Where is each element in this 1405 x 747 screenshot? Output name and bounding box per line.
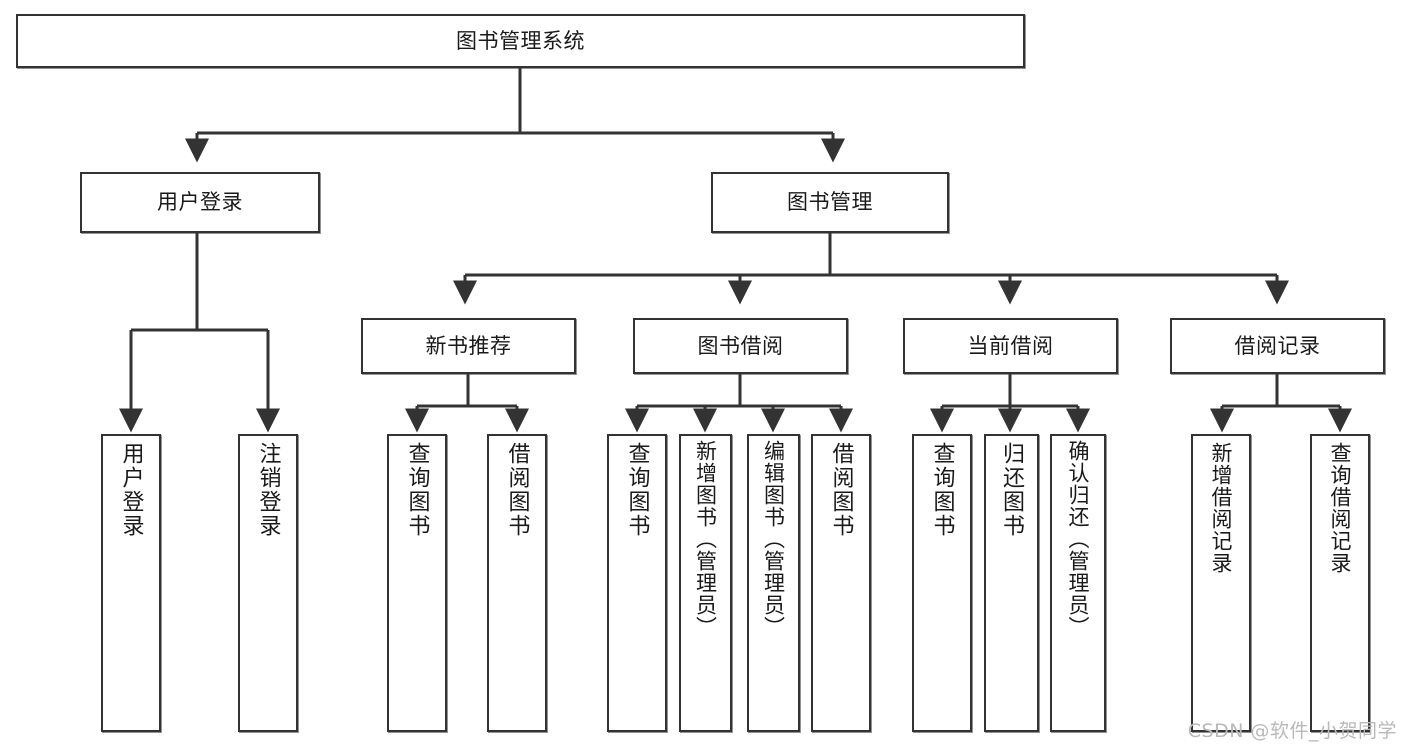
leaf-new-book-query[interactable]: 查询图书	[387, 434, 447, 732]
leaf-user-login-logout[interactable]: 注销登录	[238, 434, 298, 732]
csdn-watermark: CSDN @软件_小贺同学	[1187, 720, 1397, 742]
leaf-borrow-record-add[interactable]: 新增借阅记录	[1191, 434, 1251, 732]
leaf-current-borrow-return[interactable]: 归还图书	[984, 434, 1039, 732]
leaf-book-borrow-edit[interactable]: 编辑图书（管理员）	[747, 434, 800, 732]
leaf-book-borrow-add[interactable]: 新增图书（管理员）	[679, 434, 732, 732]
leaf-current-borrow-confirm[interactable]: 确认归还（管理员）	[1050, 434, 1106, 732]
node-book-borrow[interactable]: 图书借阅	[633, 318, 848, 374]
node-book-management[interactable]: 图书管理	[711, 172, 949, 233]
node-label: 新增借阅记录	[1209, 442, 1234, 574]
node-label: 借阅记录	[1234, 333, 1321, 358]
node-label: 查询图书	[404, 442, 430, 538]
leaf-current-borrow-query[interactable]: 查询图书	[912, 434, 972, 732]
node-label: 借阅图书	[828, 442, 854, 538]
node-label: 归还图书	[999, 442, 1025, 538]
node-label: 当前借阅	[967, 333, 1054, 358]
node-label: 确认归还（管理员）	[1066, 440, 1091, 638]
node-label: 借阅图书	[504, 442, 530, 538]
node-label: 图书管理	[787, 190, 873, 215]
leaf-borrow-record-query[interactable]: 查询借阅记录	[1310, 434, 1370, 732]
node-new-book-recommend[interactable]: 新书推荐	[361, 318, 576, 374]
leaf-book-borrow-borrow[interactable]: 借阅图书	[811, 434, 871, 732]
node-user-login[interactable]: 用户登录	[80, 172, 320, 233]
node-label: 新增图书（管理员）	[693, 440, 718, 638]
node-root-system[interactable]: 图书管理系统	[16, 14, 1025, 68]
node-label: 图书管理系统	[456, 28, 585, 53]
leaf-new-book-borrow[interactable]: 借阅图书	[487, 434, 547, 732]
node-label: 用户登录	[157, 190, 243, 215]
node-borrow-record[interactable]: 借阅记录	[1170, 318, 1385, 374]
node-label: 注销登录	[255, 442, 281, 538]
node-current-borrow[interactable]: 当前借阅	[903, 318, 1118, 374]
leaf-book-borrow-query[interactable]: 查询图书	[607, 434, 667, 732]
leaf-user-login-login[interactable]: 用户登录	[101, 434, 161, 732]
node-label: 新书推荐	[425, 333, 512, 358]
node-label: 查询图书	[929, 442, 955, 538]
node-label: 查询图书	[624, 442, 650, 538]
node-label: 编辑图书（管理员）	[761, 440, 786, 638]
node-label: 查询借阅记录	[1328, 442, 1353, 574]
node-label: 图书借阅	[697, 333, 784, 358]
node-label: 用户登录	[118, 442, 144, 538]
